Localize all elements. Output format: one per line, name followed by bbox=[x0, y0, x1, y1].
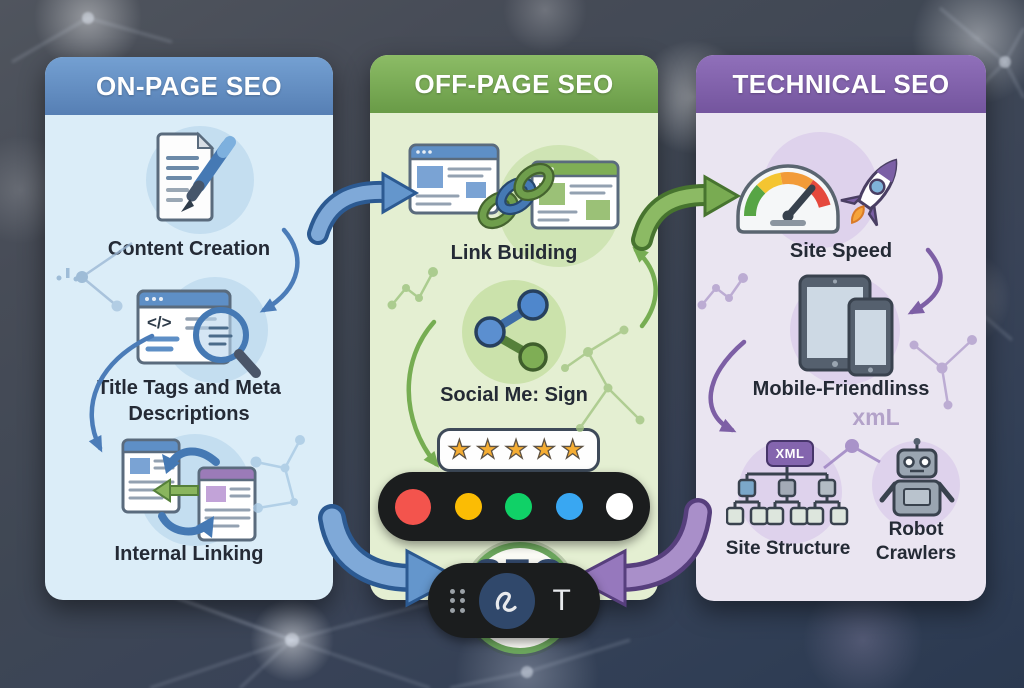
technical-seo-title: TECHNICAL SEO bbox=[732, 68, 950, 99]
color-palette-toolbar bbox=[378, 472, 650, 541]
speedometer-rocket-icon bbox=[736, 158, 898, 234]
item-label: Robot Crawlers bbox=[875, 519, 957, 564]
color-swatch-yellow[interactable] bbox=[454, 493, 482, 520]
markup-tools-toolbar: T bbox=[428, 563, 600, 638]
drag-handle[interactable] bbox=[450, 588, 465, 613]
color-swatch-green[interactable] bbox=[505, 493, 532, 520]
browser-magnifier-icon: </> bbox=[136, 289, 261, 378]
linked-pages-icon bbox=[121, 438, 257, 542]
on-page-seo-title: ON-PAGE SEO bbox=[96, 70, 282, 101]
chain-links-icon bbox=[408, 143, 620, 230]
item-label: Mobile-Friendlinss bbox=[752, 378, 930, 400]
color-swatch-red[interactable] bbox=[395, 488, 431, 525]
item-label: Site Structure bbox=[725, 538, 851, 559]
tablet-phone-icon bbox=[798, 274, 894, 377]
off-page-seo-header: OFF-PAGE SEO bbox=[370, 55, 658, 113]
item-label: Content Creation bbox=[107, 238, 271, 260]
five-stars: ★★★★★ bbox=[447, 433, 590, 464]
color-swatch-white[interactable] bbox=[606, 493, 633, 520]
sitemap-tree-icon bbox=[726, 462, 849, 526]
robot-icon bbox=[879, 438, 955, 517]
xml-watermark-text: xmL bbox=[852, 404, 900, 430]
share-icon bbox=[474, 289, 549, 372]
item-label: Site Speed bbox=[789, 240, 893, 262]
technical-seo-header: TECHNICAL SEO bbox=[696, 55, 986, 113]
pen-tool-button[interactable] bbox=[478, 572, 535, 629]
item-label: Internal Linking bbox=[114, 543, 264, 565]
star-rating-icon: ★★★★★ bbox=[437, 428, 600, 472]
text-tool-button[interactable]: T bbox=[552, 583, 571, 617]
on-page-seo-header: ON-PAGE SEO bbox=[45, 57, 333, 115]
xml-badge: XML bbox=[766, 440, 814, 467]
document-pen-icon bbox=[156, 131, 236, 222]
item-label: Link Building bbox=[450, 242, 578, 264]
item-label: Social Me: Sign bbox=[440, 384, 588, 406]
svg-text:</>: </> bbox=[147, 313, 172, 332]
pen-squiggle-icon bbox=[495, 591, 517, 612]
off-page-seo-title: OFF-PAGE SEO bbox=[414, 68, 614, 99]
item-label: Title Tags and Meta Descriptions bbox=[97, 377, 281, 425]
color-swatch-blue[interactable] bbox=[555, 493, 583, 520]
